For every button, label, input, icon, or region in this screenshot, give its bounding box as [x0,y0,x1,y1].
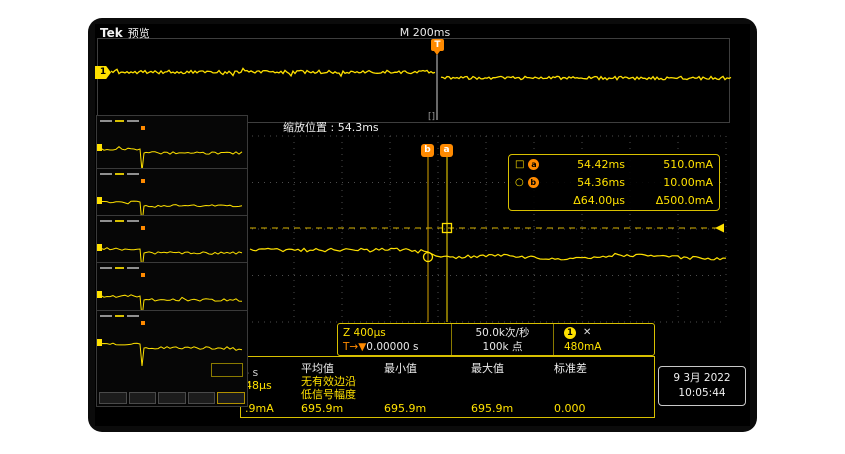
thumbnail-channel-tag [97,339,102,346]
trigger-flag-icon[interactable]: T [431,39,444,55]
thumbnail-waveform [100,294,243,319]
cursor-a-badge[interactable]: a [440,144,453,157]
measure-stddev-value: 0.000 [554,402,586,415]
acquisition-rate-readout: 50.0k次/秒 [475,327,530,339]
thumbnail-header [100,265,244,271]
measure-header-min: 最小值 [384,362,417,375]
thumbnail-header [100,218,244,224]
cursor-a-mini-badge: a [528,158,540,170]
zoom-scale-cell[interactable]: Z 400µs T→▼0.00000 s [338,324,452,355]
measure-partial-value-1: - s [245,366,259,379]
overview-window [97,38,730,123]
zoom-trace [249,247,727,261]
measure-warning-1: 无有效边沿 [301,375,356,388]
cursor-delta-time: Δ64.00µs [573,193,625,207]
cursor-b-value: 10.00mA [663,175,713,189]
measurement-table: 平均值 最小值 最大值 标准差 - s 无有效边沿 48µs 低信号幅度 .9m… [240,356,655,418]
overview-trace-right [440,75,732,81]
thumbnail-trace [100,247,243,272]
oscilloscope-bezel: Tek 预览 M 200ms T 1 缩放位置 : 54.3ms [] b a □… [88,18,757,432]
cursor-b-marker[interactable] [422,251,434,263]
cursor-b-badge[interactable]: b [421,144,434,157]
thumbnail-channel-tag [97,244,102,251]
thumbnail-waveform [100,342,243,367]
cursor-b-mini-badge: b [527,176,539,188]
thumbnail-trace [101,200,243,225]
cursor-a-marker[interactable] [441,222,453,234]
zoom-position-label: 缩放位置 : 54.3ms [283,121,379,134]
cursor-delta-row: Δ64.00µs Δ500.0mA [509,191,719,209]
channel-coupling-icon: ✕ [583,327,592,338]
cursor-a-value: 510.0mA [663,157,713,171]
channel-level-arrow[interactable] [715,223,724,233]
zoom-bracket-marker: [] [428,112,436,122]
trigger-position-readout: 0.00000 s [366,341,419,353]
channel-1-status-badge: 1 [564,327,576,339]
measure-header-stddev: 标准差 [554,362,587,375]
thumbnail-header [100,118,244,124]
brand-tek: Tek [100,26,123,40]
cursor-a-row: □a 54.42ms 510.0mA [509,155,719,173]
cursor-a-time: 54.42ms [577,157,625,171]
thumbnail-trigger-icon [141,226,145,230]
thumbnail-waveform [101,200,243,225]
thumbnail-trigger-icon [141,179,145,183]
cursor-b-time: 54.36ms [577,175,625,189]
circle-marker-icon: ○ [515,176,524,188]
channel-1-badge[interactable]: 1 [95,66,111,79]
measure-mean-value: 695.9m [301,402,344,415]
zoom-scale-readout: Z 400µs [343,327,386,339]
cursor-b-row: ○b 54.36ms 10.00mA [509,173,719,191]
cursor-readout-box: □a 54.42ms 510.0mA ○b 54.36ms 10.00mA Δ6… [508,154,720,211]
measure-partial-value-2: 48µs [245,379,272,392]
thumbnail-trace [100,294,243,319]
file-preview-thumbnail[interactable] [96,310,248,407]
cursor-delta-value: Δ500.0mA [655,193,713,207]
thumbnail-header [100,313,244,319]
thumbnail-menu-strip [99,392,245,404]
time-readout: 10:05:44 [678,387,726,399]
thumbnail-readout-box [211,363,243,377]
measure-min-value: 695.9m [384,402,427,415]
channel-scale-cell[interactable]: 1 ✕ 480mA [554,324,654,355]
thumbnail-trace [100,146,243,172]
thumbnail-channel-tag [97,144,102,151]
overview-trace-left [110,67,436,78]
record-length-readout: 100k 点 [482,341,523,353]
measure-partial-value-3: .9mA [245,402,274,415]
square-marker-icon: □ [515,158,525,170]
thumbnail-trace [100,342,243,367]
acquisition-mode-label: 预览 [127,27,150,40]
measure-warning-2: 低信号幅度 [301,388,356,401]
date-readout: 9 3月 2022 [673,372,731,384]
datetime-box: 9 3月 2022 10:05:44 [658,366,746,406]
acquisition-cell[interactable]: 50.0k次/秒 100k 点 [452,324,554,355]
status-bar: Z 400µs T→▼0.00000 s 50.0k次/秒 100k 点 1 ✕ … [337,323,655,356]
oscilloscope-screen: Tek 预览 M 200ms T 1 缩放位置 : 54.3ms [] b a □… [95,24,750,426]
thumbnail-trigger-icon [141,273,145,277]
thumbnail-header [100,171,244,177]
thumbnail-trigger-icon [141,321,145,325]
measure-header-max: 最大值 [471,362,504,375]
thumbnail-channel-tag [97,291,102,298]
timebase-readout[interactable]: M 200ms [399,26,451,39]
brand-label: Tek 预览 [100,25,150,41]
trigger-position-icon: T→▼ [343,341,367,353]
thumbnail-waveform [100,247,243,272]
measure-header-mean: 平均值 [301,362,334,375]
thumbnail-trigger-icon [141,126,145,130]
channel-scale-readout: 480mA [564,341,602,353]
thumbnail-waveform [100,146,243,172]
thumbnail-channel-tag [97,197,102,204]
measure-max-value: 695.9m [471,402,514,415]
